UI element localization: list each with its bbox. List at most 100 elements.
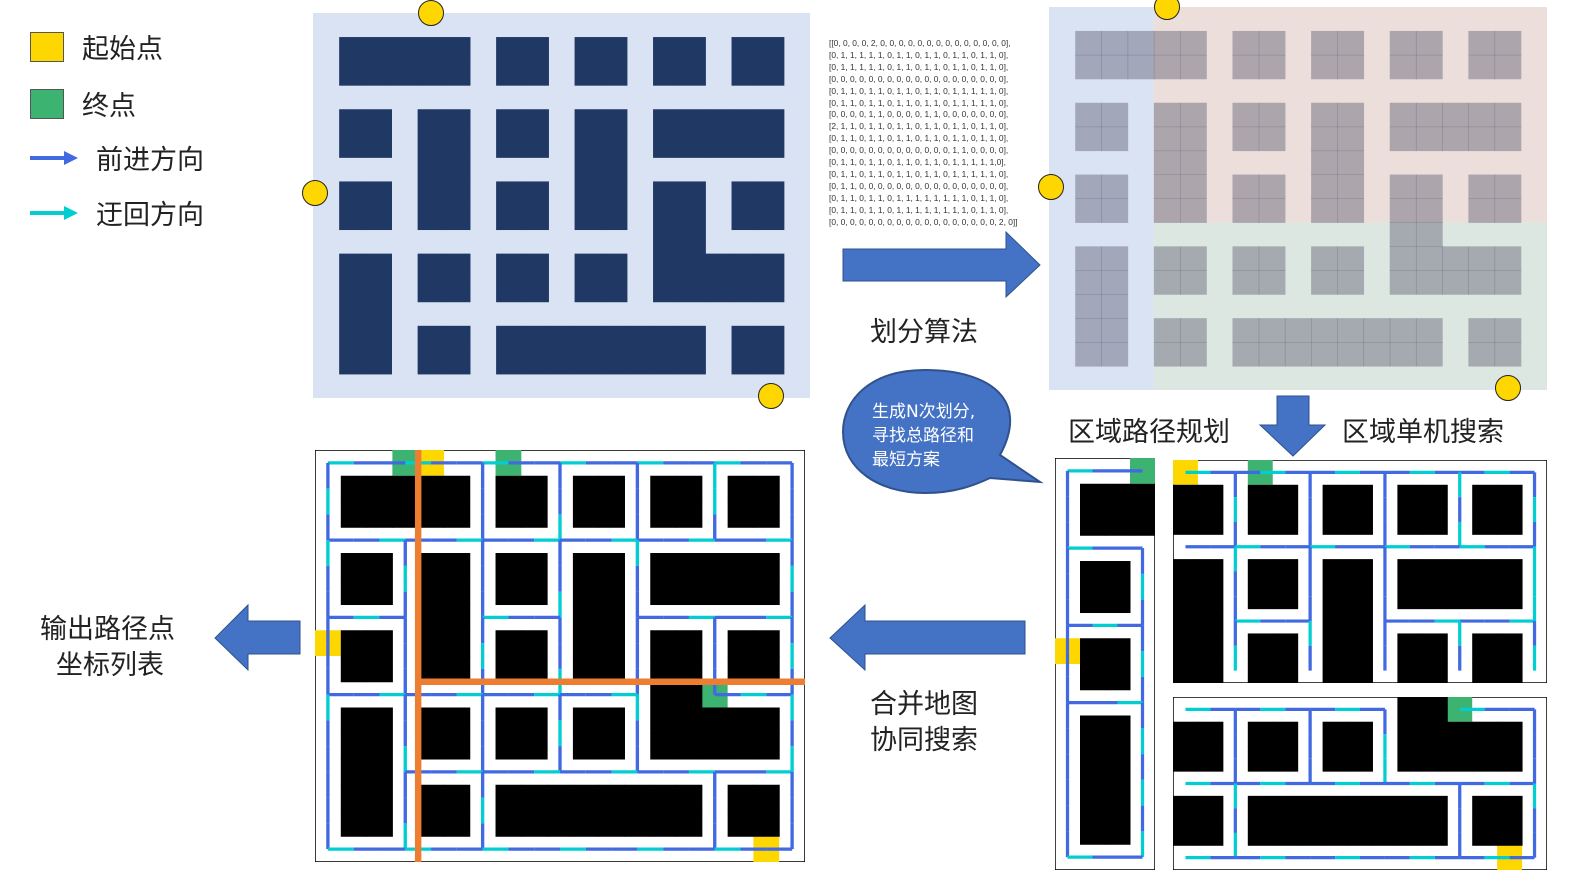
obstacle-cell [1415,126,1443,152]
obstacle-cell [1130,509,1155,536]
obstacle-cell [653,181,680,206]
obstacle-cell [1415,342,1443,367]
obstacle-cell [1468,198,1496,223]
obstacle-cell [1337,126,1365,152]
obstacle-cell [1422,559,1448,585]
obstacle-cell [418,810,445,837]
obstacle-cell [1389,342,1417,367]
obstacle-cell [1422,484,1448,511]
obstacle-cell [340,501,368,528]
obstacle-cell [598,810,625,837]
obstacle-cell [676,707,703,734]
obstacle-cell [1322,820,1349,846]
obstacle-cell [753,630,780,657]
obstacle-cell [626,325,654,351]
obstacle-cell [1173,484,1199,511]
obstacle-cell [1247,559,1274,585]
obstacle-cell [753,553,780,580]
obstacle-cell [1080,818,1106,845]
obstacle-cell [701,578,729,606]
obstacle-cell [731,253,759,279]
partition-algorithm-label: 划分算法 [870,317,978,348]
obstacle-cell [339,205,366,231]
left-flow-arrow-merge [829,603,1026,672]
obstacle-cell [366,656,393,683]
obstacle-cell [676,578,703,606]
start-point-marker [757,383,784,409]
obstacle-cell [522,325,549,351]
obstacle-cell [366,759,393,786]
obstacle-cell [600,109,628,134]
obstacle-cell [443,181,471,206]
obstacle-cell [653,205,680,231]
obstacle-cell [574,157,602,182]
obstacle-cell [679,349,706,375]
obstacle-cell [731,109,759,134]
obstacle-cell [1397,484,1423,511]
obstacle-cell [1101,294,1129,319]
obstacle-cell [1422,633,1448,659]
obstacle-cell [1497,633,1523,659]
obstacle-cell [598,707,625,734]
obstacle-cell [1232,30,1260,56]
obstacle-cell [443,253,471,279]
obstacle-cell [1080,483,1106,511]
obstacle-cell [598,656,625,683]
obstacle-cell [1080,509,1106,536]
obstacle-cell [600,349,628,375]
obstacle-cell [1232,126,1260,152]
obstacle-cell [727,707,754,734]
obstacle-cell [574,325,602,351]
obstacle-cell [1397,697,1423,723]
obstacle-cell [650,784,677,812]
obstacle-cell [1347,820,1373,846]
obstacle-cell [753,501,780,528]
obstacle-cell [1297,795,1324,822]
forward-arrow-icon [30,150,78,165]
obstacle-cell [340,810,368,837]
obstacle-cell [1247,484,1274,511]
start-point-marker [1494,375,1521,401]
legend-return: 迂回方向 [30,193,204,232]
obstacle-cell [1494,30,1522,56]
obstacle-cell [521,553,548,580]
obstacle-cell [392,475,419,503]
obstacle-cell [1153,246,1181,271]
obstacle-cell [1389,222,1417,247]
obstacle-cell [598,784,625,812]
obstacle-cell [365,205,392,231]
obstacle-cell [417,253,445,279]
legend-start-label: 起始点 [82,34,163,65]
obstacle-cell [522,109,549,134]
obstacle-cell [522,277,549,303]
obstacle-cell [418,733,445,760]
obstacle-cell [676,656,703,683]
obstacle-cell [1197,746,1224,772]
obstacle-cell [521,501,548,528]
obstacle-cell [731,133,759,158]
obstacle-cell [1468,246,1496,271]
obstacle-cell [443,133,471,158]
obstacle-cell [1337,342,1365,367]
obstacle-cell [1372,795,1398,822]
obstacle-cell [365,109,392,134]
obstacle-cell [522,349,549,375]
obstacle-cell [417,61,445,86]
bubble-text: 生成N次划分, 寻找总路径和 最短方案 [872,400,975,472]
region-map-top-right [1173,460,1547,683]
obstacle-cell [753,656,780,683]
obstacle-cell [1232,342,1260,367]
end-swatch [30,88,64,119]
obstacle-cell [1180,102,1207,128]
obstacle-cell [1101,126,1129,152]
obstacle-cell [339,37,366,62]
obstacle-cell [1197,820,1224,846]
obstacle-cell [1389,270,1417,295]
obstacle-cell [1272,658,1299,683]
obstacle-cell [574,253,602,279]
obstacle-cell [443,61,471,86]
collab-search-label: 协同搜索 [870,725,978,756]
obstacle-cell [701,733,729,760]
obstacle-cell [365,301,392,327]
obstacle-cell [1075,318,1102,343]
